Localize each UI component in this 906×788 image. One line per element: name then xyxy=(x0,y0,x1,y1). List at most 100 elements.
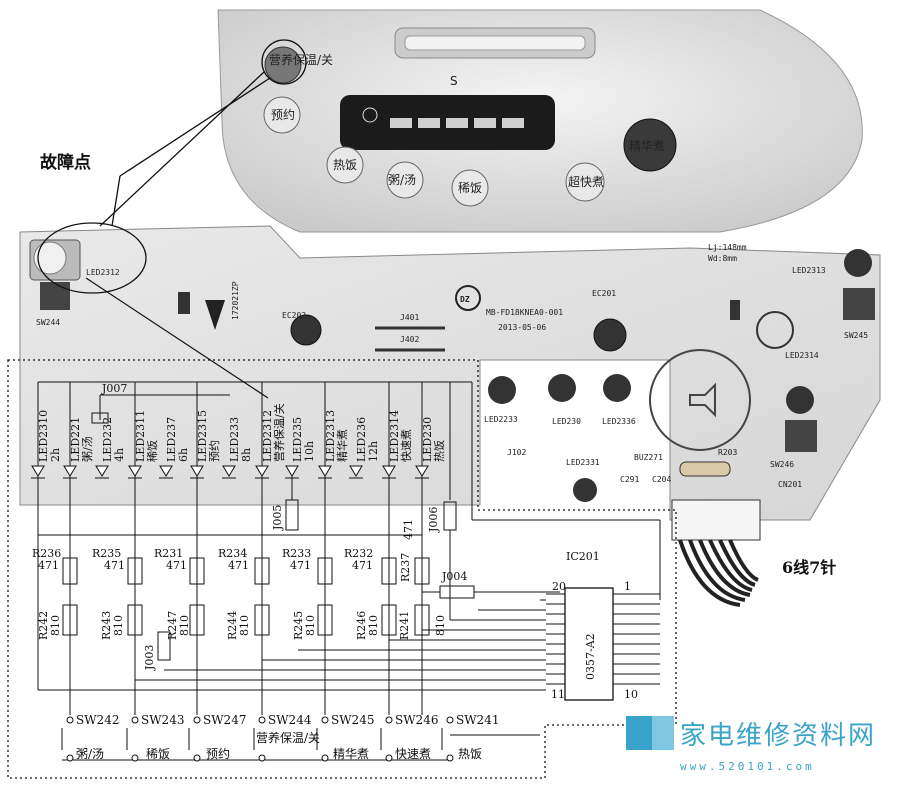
ec201-capacitor xyxy=(593,318,627,352)
ec202-capacitor xyxy=(290,314,322,346)
j005-label: J005 xyxy=(271,505,284,531)
watermark: 家电维修资料网 www.520101.com xyxy=(626,716,876,773)
silk-j102: J102 xyxy=(507,448,526,457)
r-bot-val-5: 810 xyxy=(367,615,380,636)
sw246-component xyxy=(785,420,817,452)
r-top-ref-0: R236 xyxy=(32,547,61,560)
sw-ref-0: SW242 xyxy=(76,713,119,727)
sw244-component xyxy=(40,282,70,310)
led-label-7: LED2312 xyxy=(261,410,274,462)
sw-ref-1: SW243 xyxy=(141,713,184,727)
led-columns xyxy=(69,382,451,535)
r-bot-ref-2: R247 xyxy=(166,611,179,640)
r-bot-ref-6: R241 xyxy=(398,611,411,640)
r-top-val-0: 471 xyxy=(38,559,59,572)
silk-led2314: LED2314 xyxy=(785,351,819,360)
led-text-4: 6h xyxy=(177,448,190,462)
silk-c204: C204 xyxy=(652,475,671,484)
ic201-pin-10: 10 xyxy=(624,688,638,701)
display-segments xyxy=(362,107,524,128)
j003-jumper xyxy=(157,631,171,661)
led-text-5: 预约 xyxy=(208,440,221,462)
led-label-10: LED236 xyxy=(355,417,368,462)
sw-ref-4: SW245 xyxy=(331,713,374,727)
led-text-1: 粥/汤 xyxy=(80,436,94,462)
sw-name-2: 预约 xyxy=(206,746,230,761)
led-label-0: LED2310 xyxy=(37,410,50,462)
panel-key-reserve-label: 预约 xyxy=(271,107,295,122)
r-top-val-4: 471 xyxy=(290,559,311,572)
j004-label: J004 xyxy=(441,570,467,583)
panel-key-reserve[interactable] xyxy=(263,96,301,134)
led-symbols xyxy=(31,465,429,479)
led-label-8: LED235 xyxy=(291,417,304,462)
silk-buz271: BUZ271 xyxy=(634,453,663,462)
panel-key-superfast[interactable] xyxy=(565,162,605,202)
sw-name-3: 营养保温/关 xyxy=(256,730,320,745)
ic201-pin-1: 1 xyxy=(624,580,631,593)
sw245-component xyxy=(843,288,875,320)
panel-key-porridge-label: 粥/汤 xyxy=(388,173,416,187)
j004-jumper xyxy=(439,585,475,599)
svg-text:DZ: DZ xyxy=(460,295,470,304)
r-top-ref-5: R232 xyxy=(344,547,373,560)
watermark-url: www.520101.com xyxy=(680,760,815,773)
led2314-component xyxy=(786,386,814,414)
silk-length: Lj:148mm xyxy=(708,243,747,252)
silk-model: MB-FD18KNEA0-001 xyxy=(486,308,563,317)
schematic xyxy=(7,359,677,779)
book-icon xyxy=(626,716,652,750)
r-top-ref-2: R231 xyxy=(154,547,183,560)
sw-ref-3: SW244 xyxy=(268,713,312,727)
ic201-part: 0357-A2 xyxy=(584,633,597,680)
r-top-ref-4: R233 xyxy=(282,547,311,560)
svg-text:172021ZP: 172021ZP xyxy=(231,281,240,320)
r-bot-ref-3: R244 xyxy=(226,611,239,640)
panel-key-porridge[interactable] xyxy=(386,161,424,199)
r-top-ref-6: R237 xyxy=(399,553,412,582)
panel-key-congee-label: 稀饭 xyxy=(458,181,482,195)
r-bot-ref-4: R245 xyxy=(292,611,305,640)
led-label-5: LED2315 xyxy=(196,410,209,462)
r-top-val-2: 471 xyxy=(166,559,187,572)
r-bot-val-0: 810 xyxy=(49,615,62,636)
led-label-6: LED233 xyxy=(228,417,241,462)
r-bot-val-4: 810 xyxy=(304,615,317,636)
panel-key-congee[interactable] xyxy=(451,169,489,207)
r-bot-ref-0: R242 xyxy=(37,611,50,640)
watermark-site-name: 家电维修资料网 xyxy=(680,721,876,751)
silk-ec201: EC201 xyxy=(592,289,616,298)
r-top-val-1: 471 xyxy=(104,559,125,572)
r-bot-ref-1: R243 xyxy=(100,611,113,640)
speaker-icon xyxy=(689,382,716,418)
silk-j402: J402 xyxy=(400,335,419,344)
j003-label: J003 xyxy=(143,645,156,671)
silk-sw246: SW246 xyxy=(770,460,794,469)
r-top-val-3: 471 xyxy=(228,559,249,572)
silk-sw245: SW245 xyxy=(844,331,868,340)
silk-ec202: EC202 xyxy=(282,311,306,320)
silk-width: Wd:8mm xyxy=(708,254,737,263)
sw-name-4: 精华煮 xyxy=(333,747,369,761)
bottom-resistor-labels: R242 810 R243 810 R247 810 R244 810 R245… xyxy=(37,611,447,640)
panel-key-essence[interactable] xyxy=(623,118,677,172)
led-text-3: 稀饭 xyxy=(146,440,159,462)
led-text-8: 10h xyxy=(303,441,316,462)
panel-key-reheat[interactable] xyxy=(326,146,364,184)
silk-led2312: LED2312 xyxy=(86,268,120,277)
r-top-ref-3: R234 xyxy=(218,547,247,560)
r-bot-val-6: 810 xyxy=(434,615,447,636)
panel-key-keepwarm[interactable] xyxy=(264,46,302,84)
led-text-11: 快速煮 xyxy=(400,429,413,462)
sw-name-0: 粥/汤 xyxy=(76,747,104,761)
fault-point-label: 故障点 xyxy=(40,152,91,173)
silk-led2233: LED2233 xyxy=(484,415,518,424)
sw-name-6: 热饭 xyxy=(458,747,482,761)
led-label-12: LED230 xyxy=(421,417,434,462)
sw-ref-6: SW241 xyxy=(456,713,499,727)
panel-key-reheat-label: 热饭 xyxy=(333,158,357,172)
led-label-11: LED2314 xyxy=(388,410,401,462)
r-bot-val-2: 810 xyxy=(178,615,191,636)
panel-key-superfast-label: 超快煮 xyxy=(568,174,604,189)
